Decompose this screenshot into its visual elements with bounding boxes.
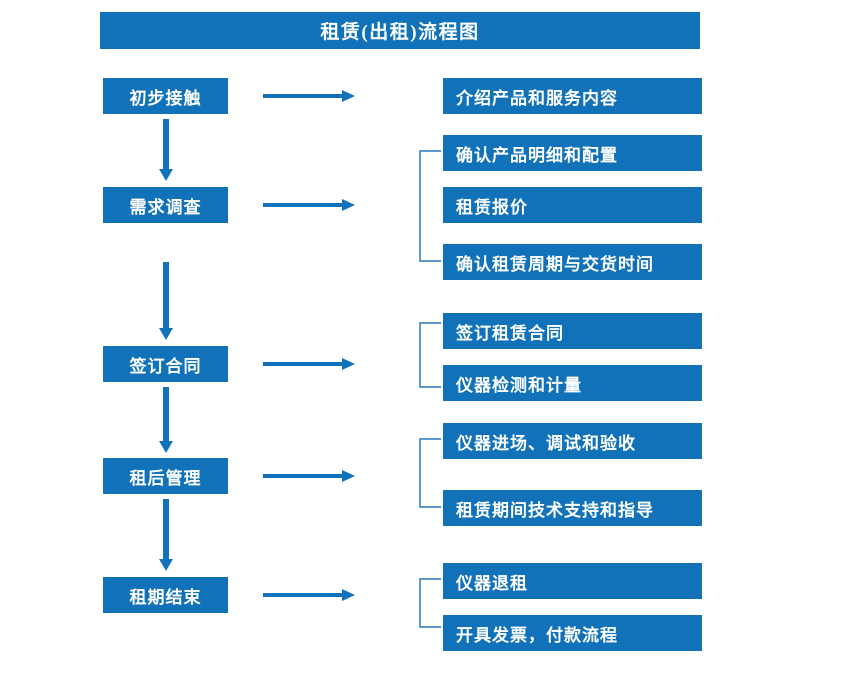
arrow-head-icon	[342, 470, 355, 482]
detail-box-3-2[interactable]: 仪器检测和计量	[443, 365, 702, 401]
horizontal-arrow-stage-3	[263, 358, 355, 370]
stage-box-3[interactable]: 签订合同	[103, 346, 228, 382]
arrow-head-icon	[342, 90, 355, 102]
arrow-shaft	[163, 262, 169, 328]
stage-box-5[interactable]: 租期结束	[103, 577, 228, 613]
detail-box-4-2[interactable]: 租赁期间技术支持和指导	[443, 490, 702, 526]
arrow-head-icon	[159, 441, 173, 453]
arrow-head-icon	[342, 358, 355, 370]
horizontal-arrow-stage-2	[263, 199, 355, 211]
arrow-head-icon	[159, 169, 173, 181]
detail-box-3-1[interactable]: 签订租赁合同	[443, 313, 702, 349]
arrow-head-icon	[342, 589, 355, 601]
arrow-shaft	[263, 203, 343, 207]
detail-box-1-1[interactable]: 介绍产品和服务内容	[443, 78, 702, 114]
detail-box-2-1[interactable]: 确认产品明细和配置	[443, 135, 702, 171]
horizontal-arrow-stage-5	[263, 589, 355, 601]
vertical-arrow-stage-4-to-5	[159, 499, 173, 571]
arrow-shaft	[163, 387, 169, 441]
horizontal-arrow-stage-4	[263, 470, 355, 482]
vertical-arrow-stage-2-to-3	[159, 262, 173, 340]
arrow-shaft	[163, 499, 169, 559]
arrow-shaft	[263, 362, 343, 366]
stage-box-1[interactable]: 初步接触	[103, 78, 228, 114]
detail-box-2-3[interactable]: 确认租赁周期与交货时间	[443, 244, 702, 280]
horizontal-arrow-stage-1	[263, 90, 355, 102]
arrow-shaft	[263, 474, 343, 478]
vertical-arrow-stage-3-to-4	[159, 387, 173, 453]
diagram-title: 租赁(出租)流程图	[100, 12, 700, 49]
group-bracket-3	[419, 322, 441, 388]
detail-box-2-2[interactable]: 租赁报价	[443, 187, 702, 223]
vertical-arrow-stage-1-to-2	[159, 119, 173, 181]
group-bracket-5	[419, 578, 441, 628]
arrow-head-icon	[342, 199, 355, 211]
arrow-head-icon	[159, 559, 173, 571]
group-bracket-4	[419, 438, 441, 508]
stage-box-4[interactable]: 租后管理	[103, 458, 228, 494]
detail-box-5-1[interactable]: 仪器退租	[443, 563, 702, 599]
arrow-shaft	[163, 119, 169, 169]
detail-box-4-1[interactable]: 仪器进场、调试和验收	[443, 423, 702, 459]
arrow-shaft	[263, 593, 343, 597]
detail-box-5-2[interactable]: 开具发票，付款流程	[443, 615, 702, 651]
arrow-head-icon	[159, 328, 173, 340]
group-bracket-2	[419, 150, 441, 262]
stage-box-2[interactable]: 需求调查	[103, 187, 228, 223]
arrow-shaft	[263, 94, 343, 98]
